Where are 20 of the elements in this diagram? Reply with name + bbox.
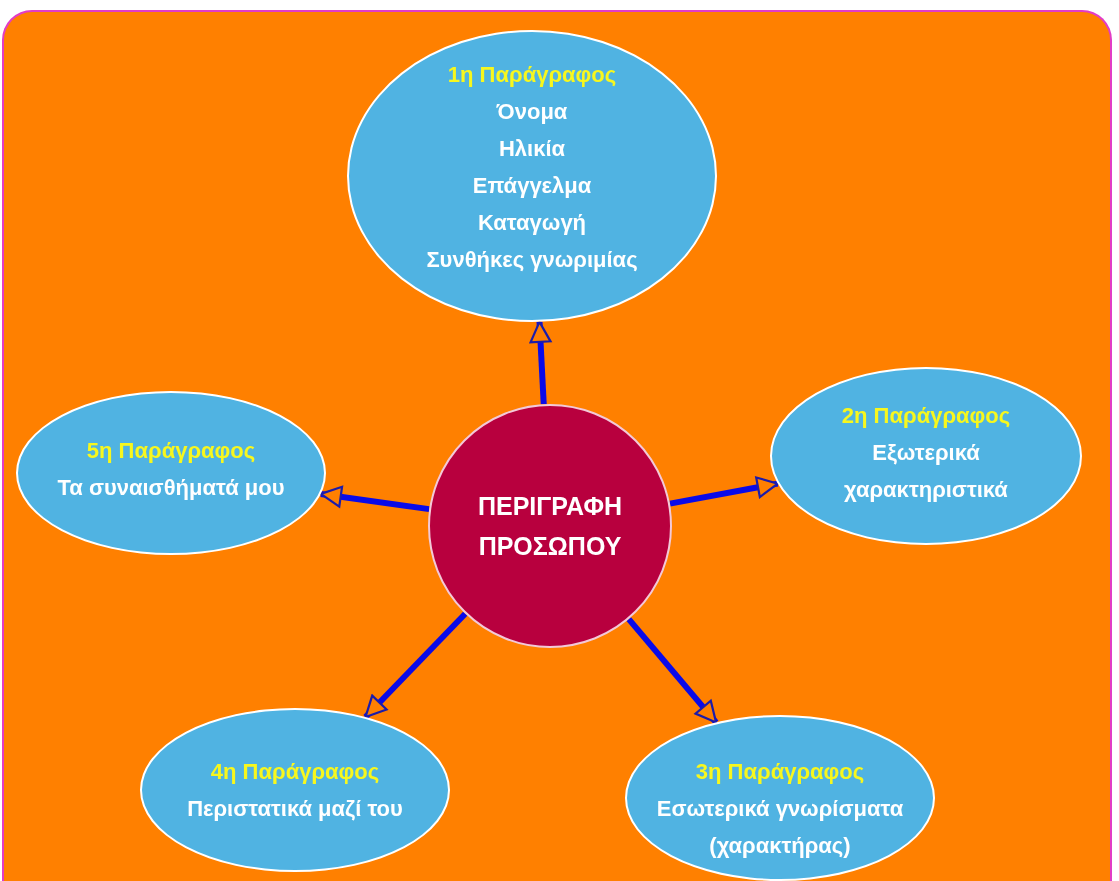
arrow (669, 476, 779, 507)
paragraph-heading: 5η Παράγραφος (86, 437, 256, 465)
central-title: ΠΕΡΙΓΡΑΦΗ ΠΡΟΣΩΠΟΥ (476, 491, 624, 562)
paragraph-heading: 4η Παράγραφος (210, 758, 380, 786)
topic-item: Ηλικία (498, 135, 566, 163)
arrow (626, 617, 719, 725)
paragraph-heading: 2η Παράγραφος (841, 401, 1011, 430)
topic-item: Περιστατικά μαζί του (187, 795, 403, 823)
arrow (529, 320, 552, 405)
topic-item: Εξωτερικά χαρακτηριστικά (843, 438, 1009, 504)
topic-item: Συνθήκες γνωριμίας (426, 246, 638, 274)
paragraph-heading: 1η Παράγραφος (447, 61, 617, 89)
topic-item: Όνομα (496, 98, 568, 126)
topic-item: Εσωτερικά γνωρίσματα (χαρακτήρας) (655, 794, 905, 860)
arrow (363, 611, 468, 720)
topic-item: Τα συναισθήματά μου (57, 474, 285, 502)
topic-item: Επάγγελμα (472, 172, 592, 200)
topic-item: Καταγωγή (477, 209, 587, 237)
paragraph-heading: 3η Παράγραφος (695, 757, 865, 786)
arrow (319, 485, 430, 513)
